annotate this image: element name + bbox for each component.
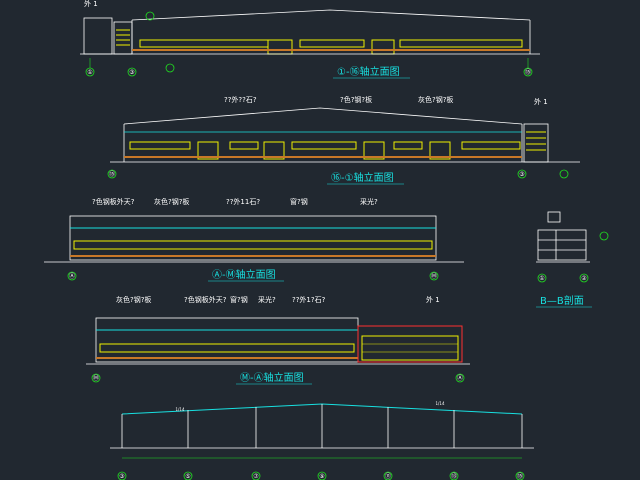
slope-label: 1/14: [436, 401, 445, 406]
axis-label: Ⓜ: [431, 272, 437, 280]
callout-label: ?色钢板外天?: [92, 197, 135, 206]
elevation-2: ⑮ ③ ??外??石? ?色?钢?板 灰色?钢?板 外 1 ⑯-①轴立面图: [107, 95, 580, 185]
callout-label: ??外11石?: [226, 197, 260, 206]
callout-label: 外 1: [426, 295, 440, 304]
axis-label: ⑮: [517, 472, 523, 480]
axis-label: ③: [119, 473, 124, 480]
axis-label: ⑬: [451, 472, 457, 480]
axis-label: ②: [581, 275, 587, 282]
axis-label: ⑪: [385, 472, 391, 480]
callout-label: ?色?钢?板: [340, 95, 372, 104]
callout-label: ?色钢板外天?: [184, 295, 227, 304]
axis-label: ⑤: [185, 473, 190, 480]
elevation-caption: Ⓜ-Ⓐ轴立面图: [240, 371, 304, 384]
axis-label: ⑮: [525, 68, 531, 76]
axis-label: ①: [539, 275, 544, 282]
axis-label: Ⓜ: [93, 374, 99, 382]
callout-label: ??外1?石?: [292, 295, 326, 304]
elevation-3: Ⓐ Ⓜ ?色钢板外天? 灰色?钢?板 ??外11石? 窗?钢 采光? Ⓐ-Ⓜ轴立…: [44, 197, 464, 282]
elevation-caption: ⑯-①轴立面图: [331, 171, 394, 184]
elevation-4: Ⓜ Ⓐ 灰色?钢?板 ?色钢板外天? 窗?钢 采光? ??外1?石? 外 1 Ⓜ…: [86, 295, 470, 385]
elevation-1: ① ③ ⑮ 外 1 ①-⑯轴立面图: [80, 0, 540, 79]
frame-section: 1/14 1/14 ③ ⑤ ⑦ ⑨ ⑪ ⑬ ⑮: [110, 401, 534, 480]
callout-label: 外 1: [84, 0, 98, 8]
axis-label: ⑨: [319, 473, 324, 480]
axis-label: ③: [129, 69, 134, 76]
callout-label: 灰色?钢?板: [418, 95, 453, 104]
callout-label: 窗?钢: [290, 197, 308, 206]
callout-label: ??外??石?: [224, 95, 257, 104]
section-b-b: ① ② B—B剖面: [536, 211, 609, 308]
section-caption: B—B剖面: [540, 294, 584, 307]
callout-label: 灰色?钢?板: [154, 197, 189, 206]
callout-label: 灰色?钢?板: [116, 295, 151, 304]
callout-label: 窗?钢: [230, 295, 248, 304]
elevation-caption: ①-⑯轴立面图: [337, 65, 400, 78]
slope-label: 1/14: [176, 407, 185, 412]
callout-label: 外 1: [534, 97, 548, 106]
callout-label: 采光?: [360, 197, 378, 206]
axis-label: ⑦: [253, 473, 259, 480]
axis-label: Ⓐ: [69, 272, 75, 280]
callout-label: 采光?: [258, 295, 276, 304]
elevation-caption: Ⓐ-Ⓜ轴立面图: [212, 268, 276, 281]
axis-label: Ⓐ: [457, 374, 463, 382]
axis-label: ①: [87, 69, 92, 76]
axis-label: ③: [519, 171, 524, 178]
axis-label: ⑮: [109, 170, 115, 178]
